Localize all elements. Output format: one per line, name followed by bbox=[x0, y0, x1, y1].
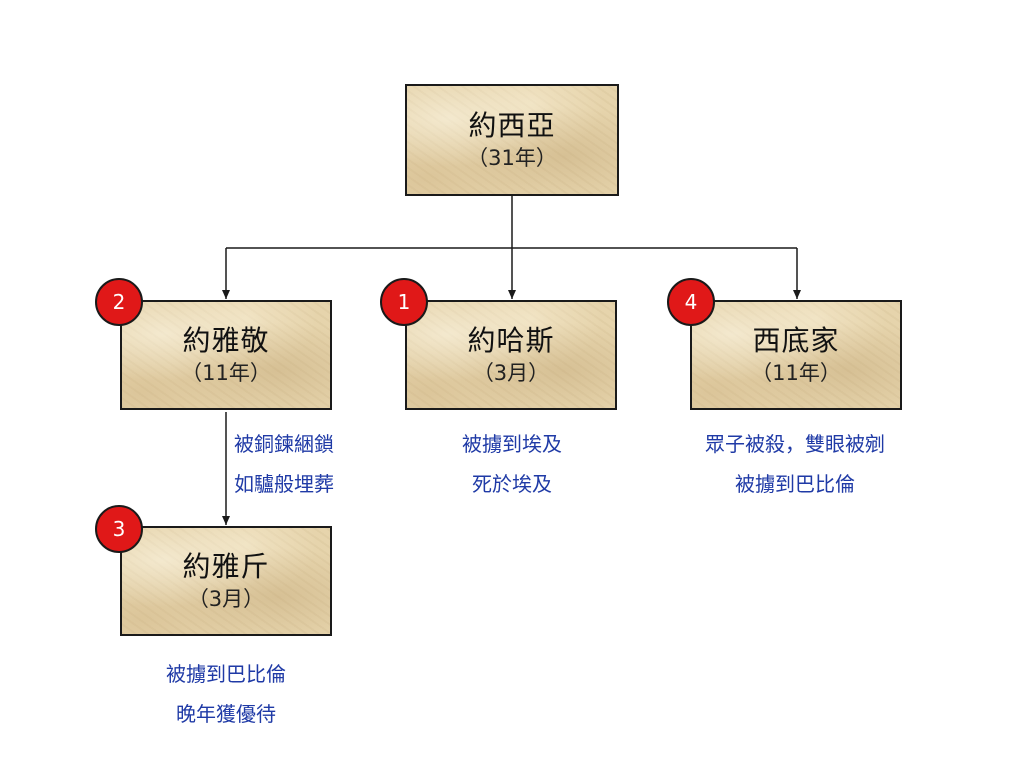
reign-duration: （3月） bbox=[187, 587, 265, 611]
fate-line: 被擄到埃及 bbox=[462, 432, 562, 456]
fate-line: 死於埃及 bbox=[472, 472, 552, 496]
fate-note-jehoiakim: 被銅鍊綑鎖 如驢般埋葬 bbox=[234, 424, 334, 504]
order-badge: 3 bbox=[95, 505, 143, 553]
king-name: 西底家 bbox=[752, 324, 840, 357]
fate-line: 被擄到巴比倫 bbox=[735, 472, 855, 496]
fate-line: 被銅鍊綑鎖 bbox=[234, 432, 334, 456]
reign-duration: （3月） bbox=[472, 361, 550, 385]
order-badge: 4 bbox=[667, 278, 715, 326]
king-box-zedekiah: 西底家 （11年） bbox=[690, 300, 902, 410]
fate-line: 晚年獲優待 bbox=[176, 702, 276, 726]
reign-duration: （11年） bbox=[751, 361, 841, 385]
reign-duration: （11年） bbox=[181, 361, 271, 385]
king-box-jehoiachin: 約雅斤 （3月） bbox=[120, 526, 332, 636]
order-badge: 1 bbox=[380, 278, 428, 326]
king-name: 約雅斤 bbox=[182, 550, 270, 583]
fate-note-jehoiachin: 被擄到巴比倫 晚年獲優待 bbox=[126, 654, 326, 734]
fate-note-zedekiah: 眾子被殺，雙眼被剜 被擄到巴比倫 bbox=[670, 424, 920, 504]
order-badge: 2 bbox=[95, 278, 143, 326]
king-name: 約雅敬 bbox=[182, 324, 270, 357]
king-name: 約西亞 bbox=[468, 109, 556, 142]
reign-duration: （31年） bbox=[467, 146, 557, 170]
king-box-josiah: 約西亞 （31年） bbox=[405, 84, 619, 196]
king-box-jehoiakim: 約雅敬 （11年） bbox=[120, 300, 332, 410]
fate-line: 眾子被殺，雙眼被剜 bbox=[705, 432, 885, 456]
fate-line: 如驢般埋葬 bbox=[234, 472, 334, 496]
fate-note-jehoahaz: 被擄到埃及 死於埃及 bbox=[412, 424, 612, 504]
king-name: 約哈斯 bbox=[467, 324, 555, 357]
fate-line: 被擄到巴比倫 bbox=[166, 662, 286, 686]
king-box-jehoahaz: 約哈斯 （3月） bbox=[405, 300, 617, 410]
